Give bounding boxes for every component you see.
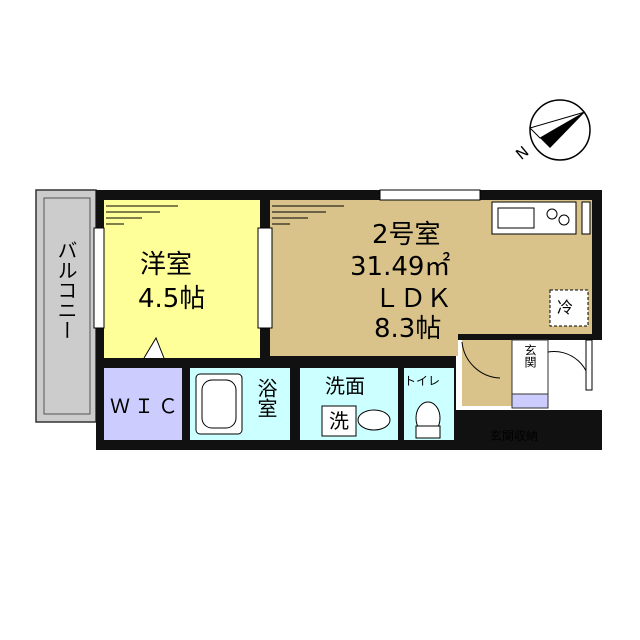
washer-label: 洗	[329, 409, 349, 433]
fridge-label: 冷	[557, 298, 574, 317]
washroom-label: 洗面	[325, 374, 365, 398]
wic-room	[104, 368, 182, 440]
entrance-room	[462, 340, 512, 406]
ldk-size: 8.3帖	[374, 314, 442, 344]
shoe-storage-label: 玄関収納	[490, 429, 539, 443]
entrance-label: 玄関	[523, 344, 537, 368]
balcony-label: バルコニー	[54, 240, 78, 340]
balcony	[35, 189, 97, 423]
unit-area: 31.49㎡	[350, 252, 451, 282]
unit-number: 2号室	[372, 220, 441, 250]
wic-label: ＷＩＣ	[110, 394, 182, 418]
western-room	[104, 200, 260, 358]
bath-label: 浴室	[254, 378, 278, 418]
shoe-storage	[511, 393, 549, 409]
western-room-size: 4.5帖	[138, 284, 206, 314]
western-room-name: 洋室	[140, 250, 193, 280]
compass-icon	[529, 99, 591, 161]
toilet-label: トイレ	[404, 374, 441, 388]
ldk-type: ＬＤＫ	[374, 284, 453, 314]
